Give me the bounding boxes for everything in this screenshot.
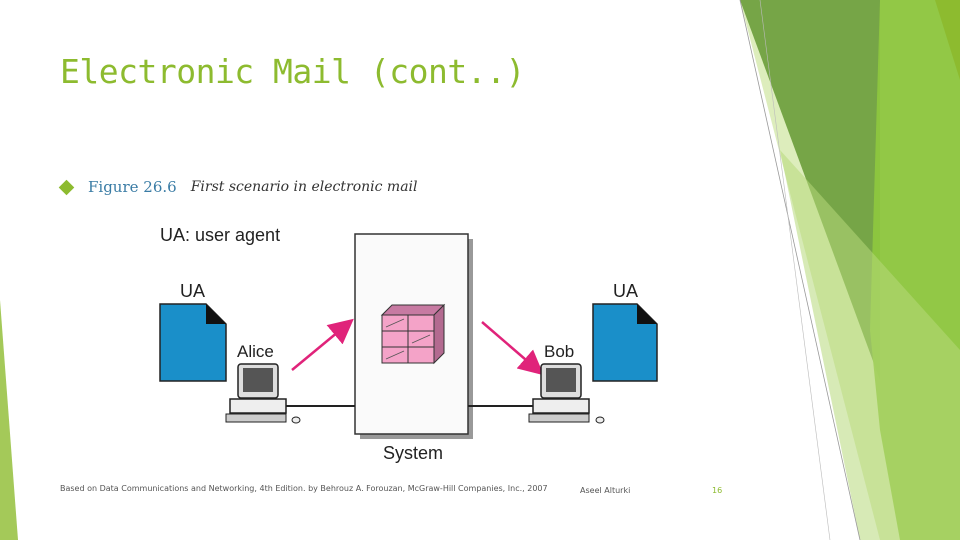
figure-caption: First scenario in electronic mail — [190, 179, 418, 195]
receive-arrow — [481, 321, 544, 376]
page-number: 16 — [712, 486, 723, 495]
figure-number: Figure 26.6 — [88, 178, 177, 196]
left-ua-document-icon — [159, 303, 227, 382]
send-arrow — [291, 318, 354, 371]
mailbox-grid-icon — [380, 303, 446, 365]
footer-author: Aseel Alturki — [580, 486, 631, 495]
system-label: System — [383, 443, 443, 463]
right-ua-label: UA — [613, 281, 638, 301]
legend-label: UA: user agent — [160, 225, 280, 245]
receiver-label: Bob — [544, 342, 574, 361]
bob-computer-icon — [528, 363, 605, 424]
figure-bullet: Figure 26.6 First scenario in electronic… — [58, 176, 418, 198]
right-ua-document-icon — [592, 303, 658, 382]
left-ua-label: UA — [180, 281, 205, 301]
sender-label: Alice — [237, 342, 274, 361]
mail-system-box — [354, 233, 473, 439]
footer-source: Based on Data Communications and Network… — [60, 484, 548, 493]
alice-computer-icon — [225, 363, 301, 424]
slide-title: Electronic Mail (cont..) — [60, 52, 525, 91]
